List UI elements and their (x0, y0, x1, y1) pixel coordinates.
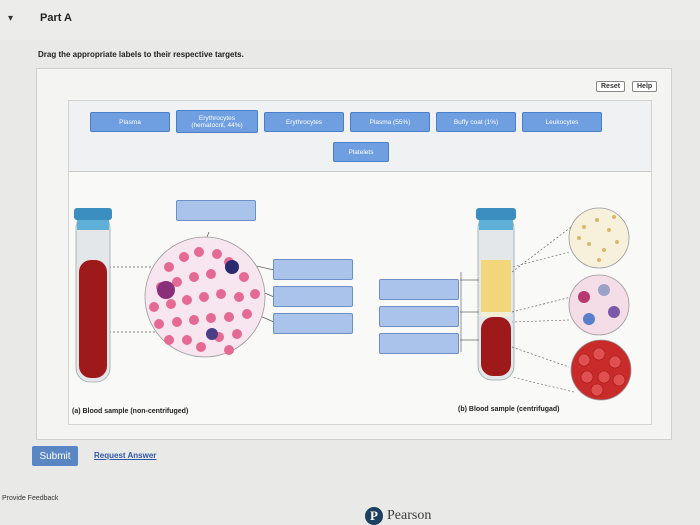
drop-target-right-3[interactable] (379, 333, 459, 354)
magnified-whole-blood (144, 236, 266, 358)
tube-non-centrifuged (74, 208, 112, 383)
magnified-plasma (568, 207, 630, 269)
tube-centrifuged (476, 208, 516, 381)
magnified-erythrocytes (570, 339, 632, 401)
drop-target-right-2[interactable] (379, 306, 459, 327)
pearson-logo: P Pearson (365, 507, 431, 525)
pearson-wordmark: Pearson (387, 508, 432, 523)
label-erythrocytes-hematocrit[interactable]: Erythrocytes (hematocrit, 44%) (176, 110, 258, 133)
submit-button[interactable]: Submit (32, 446, 78, 466)
reset-button[interactable]: Reset (596, 81, 626, 92)
label-buffy-coat[interactable]: Buffy coat (1%) (436, 112, 516, 132)
drop-target-left-3[interactable] (273, 313, 353, 334)
caption-non-centrifuged: (a) Blood sample (non-centrifuged) (72, 408, 189, 415)
drop-target-right-1[interactable] (379, 279, 459, 300)
drop-target-left-2[interactable] (273, 286, 353, 307)
request-answer-link[interactable]: Request Answer (94, 451, 157, 460)
collapse-caret-icon[interactable]: ▾ (8, 13, 14, 24)
help-button[interactable]: Help (632, 81, 658, 92)
label-plasma-55[interactable]: Plasma (55%) (350, 112, 430, 132)
part-title: Part A (40, 12, 72, 24)
layer-brackets (460, 272, 479, 352)
instructions: Drag the appropriate labels to their res… (38, 50, 244, 59)
label-platelets[interactable]: Platelets (333, 142, 389, 162)
provide-feedback-link[interactable]: Provide Feedback (2, 495, 59, 502)
label-erythrocytes[interactable]: Erythrocytes (264, 112, 344, 132)
drop-target-left-1[interactable] (273, 259, 353, 280)
blood-sample-illustration (74, 207, 632, 401)
drop-target-left-top[interactable] (176, 200, 256, 221)
pearson-mark-icon: P (365, 507, 383, 525)
label-plasma[interactable]: Plasma (90, 112, 170, 132)
part-header[interactable] (0, 0, 700, 40)
magnified-buffy-coat (568, 274, 630, 336)
caption-centrifuged: (b) Blood sample (centrifugad) (458, 406, 560, 413)
label-leukocytes[interactable]: Leukocytes (522, 112, 602, 132)
